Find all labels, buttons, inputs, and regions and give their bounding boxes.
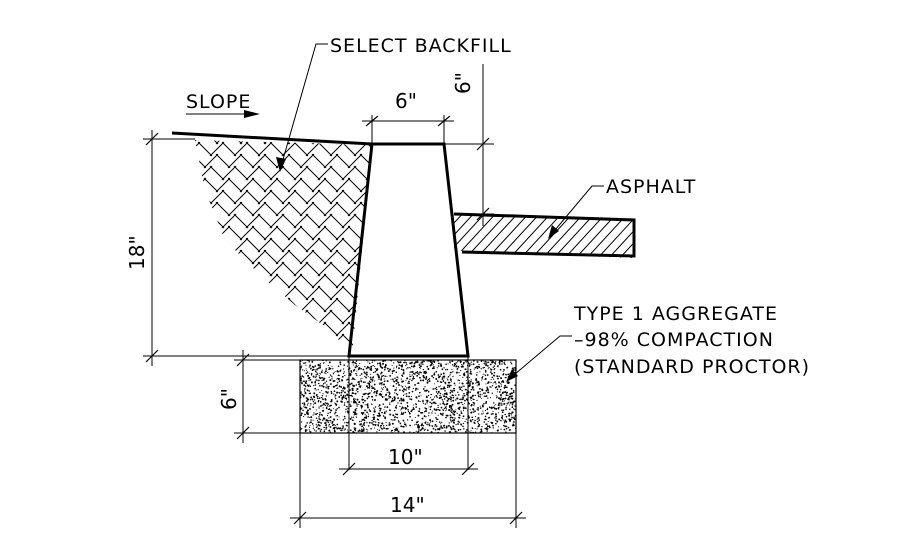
asphalt-outline bbox=[453, 212, 636, 258]
curb-height-dim: 18" bbox=[125, 235, 149, 270]
slope-ground-line bbox=[171, 131, 373, 146]
slope-label: SLOPE bbox=[186, 91, 251, 113]
aggregate-arrowhead bbox=[506, 369, 518, 382]
base-width-dim: 14" bbox=[390, 493, 425, 517]
curb-base-width-dim: 10" bbox=[388, 445, 423, 469]
aggregate-stipple bbox=[300, 360, 516, 433]
select-backfill-arrowhead bbox=[276, 157, 286, 172]
asphalt-leader bbox=[549, 185, 604, 237]
asphalt-depth-dim: 6" bbox=[451, 72, 475, 94]
aggregate-proctor-label: (STANDARD PROCTOR) bbox=[574, 356, 810, 378]
aggregate-type-label: TYPE 1 AGGREGATE bbox=[573, 303, 778, 325]
asphalt-arrowhead bbox=[548, 225, 559, 239]
base-depth-dim: 6" bbox=[217, 388, 241, 410]
slope-arrowhead bbox=[244, 110, 260, 118]
aggregate-leader bbox=[507, 335, 572, 381]
aggregate-base bbox=[299, 359, 517, 434]
aggregate-compaction-label: –98% COMPACTION bbox=[574, 329, 774, 351]
select-backfill-leader bbox=[279, 43, 328, 171]
curb-body bbox=[347, 142, 470, 358]
asphalt-label: ASPHALT bbox=[606, 176, 696, 198]
select-backfill-label: SELECT BACKFILL bbox=[330, 35, 512, 57]
curb-top-width-dim: 6" bbox=[395, 89, 417, 113]
